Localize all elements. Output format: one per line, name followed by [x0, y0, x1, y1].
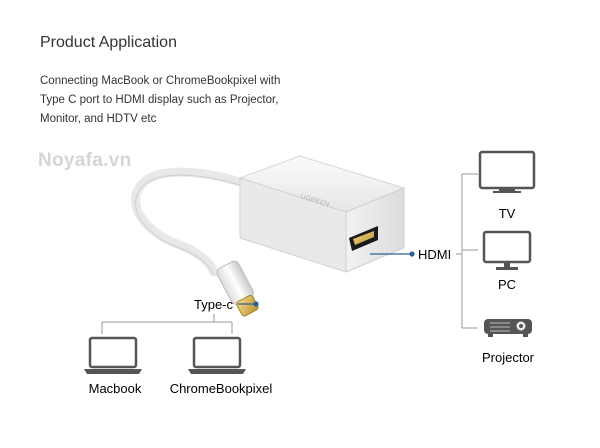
adapter-body: UGREEN: [238, 155, 406, 273]
tv-icon: [478, 150, 536, 193]
pc-label: PC: [498, 277, 516, 292]
projector-label: Projector: [482, 350, 535, 365]
section-description: Connecting MacBook or ChromeBookpixel wi…: [40, 75, 281, 125]
section-title: Product Application: [40, 34, 177, 51]
monitor-icon: [482, 230, 532, 270]
laptop-icon: [84, 336, 142, 374]
usb-c-cable: [131, 167, 245, 277]
tv-label: TV: [499, 206, 516, 221]
type-c-connector-line: [238, 301, 259, 307]
watermark-text: Noyafa.vn: [38, 150, 132, 171]
laptop-icon: [188, 336, 246, 374]
display-bracket: [461, 173, 478, 329]
type-c-label: Type-c: [194, 297, 234, 312]
projector-icon: [484, 319, 532, 337]
hdmi-port: [349, 226, 378, 251]
chromebookpixel-label: ChromeBookpixel: [170, 381, 273, 396]
usb-c-plug: [216, 260, 259, 317]
hdmi-connector-line: [370, 251, 415, 257]
source-bracket: [101, 314, 233, 334]
hdmi-label: HDMI: [418, 247, 451, 262]
macbook-label: Macbook: [89, 381, 142, 396]
